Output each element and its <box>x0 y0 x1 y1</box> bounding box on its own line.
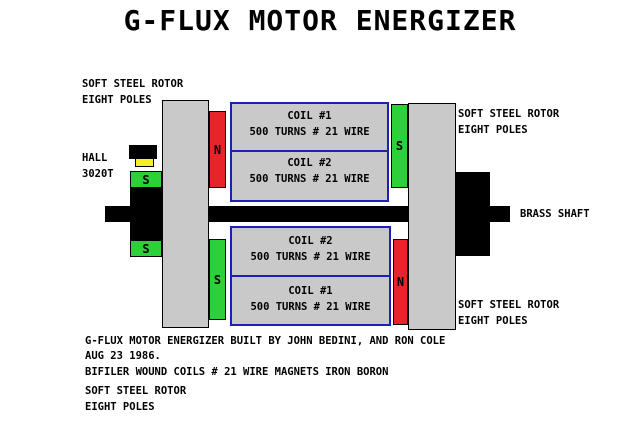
left-hub <box>130 188 164 240</box>
rotor-label-bottom-left-1: SOFT STEEL ROTOR <box>85 385 187 397</box>
bottom-coil-2: COIL #2 500 TURNS # 21 WIRE <box>232 228 389 277</box>
top-coil-1: COIL #1 500 TURNS # 21 WIRE <box>232 104 387 152</box>
coil-spec: 500 TURNS # 21 WIRE <box>249 173 370 185</box>
top-coil-2: COIL #2 500 TURNS # 21 WIRE <box>232 152 387 187</box>
right-hub <box>455 172 490 256</box>
coil-spec: 500 TURNS # 21 WIRE <box>249 126 370 138</box>
diagram-title: G-FLUX MOTOR ENERGIZER <box>123 4 517 37</box>
left-rotor <box>162 100 209 328</box>
magnet-right-top: S <box>391 104 408 188</box>
coil-name: COIL #1 <box>288 285 333 297</box>
rotor-label-bottom-right-1: SOFT STEEL ROTOR <box>458 299 560 311</box>
rotor-label-top-right-2: EIGHT POLES <box>458 124 528 136</box>
magnet-right-bottom: N <box>393 239 408 325</box>
hall-sensor-body <box>129 145 157 159</box>
coil-name: COIL #1 <box>287 110 332 122</box>
hall-magnet-bottom: S <box>130 240 162 257</box>
coil-spec: 500 TURNS # 21 WIRE <box>250 301 371 313</box>
rotor-label-bottom-left-2: EIGHT POLES <box>85 401 155 413</box>
note-line-3: BIFILER WOUND COILS # 21 WIRE MAGNETS IR… <box>85 366 389 378</box>
coil-name: COIL #2 <box>287 157 332 169</box>
rotor-label-top-left-1: SOFT STEEL ROTOR <box>82 78 184 90</box>
coil-spec: 500 TURNS # 21 WIRE <box>250 251 371 263</box>
rotor-label-top-left-2: EIGHT POLES <box>82 94 152 106</box>
note-line-1: G-FLUX MOTOR ENERGIZER BUILT BY JOHN BED… <box>85 335 446 347</box>
bottom-coil-stack: COIL #2 500 TURNS # 21 WIRE COIL #1 500 … <box>230 226 391 326</box>
hall-label-2: 3020T <box>82 168 114 180</box>
hall-label-1: HALL <box>82 152 108 164</box>
rotor-label-top-right-1: SOFT STEEL ROTOR <box>458 108 560 120</box>
hall-magnet-top: S <box>130 171 162 188</box>
brass-shaft-label: BRASS SHAFT <box>520 208 590 220</box>
bottom-coil-1: COIL #1 500 TURNS # 21 WIRE <box>232 277 389 315</box>
top-coil-stack: COIL #1 500 TURNS # 21 WIRE COIL #2 500 … <box>230 102 389 202</box>
note-line-2: AUG 23 1986. <box>85 350 161 362</box>
right-rotor <box>408 103 456 330</box>
hall-sensor-chip <box>135 158 154 167</box>
rotor-label-bottom-right-2: EIGHT POLES <box>458 315 528 327</box>
magnet-left-bottom: S <box>209 239 226 320</box>
coil-name: COIL #2 <box>288 235 333 247</box>
magnet-left-top: N <box>209 111 226 188</box>
